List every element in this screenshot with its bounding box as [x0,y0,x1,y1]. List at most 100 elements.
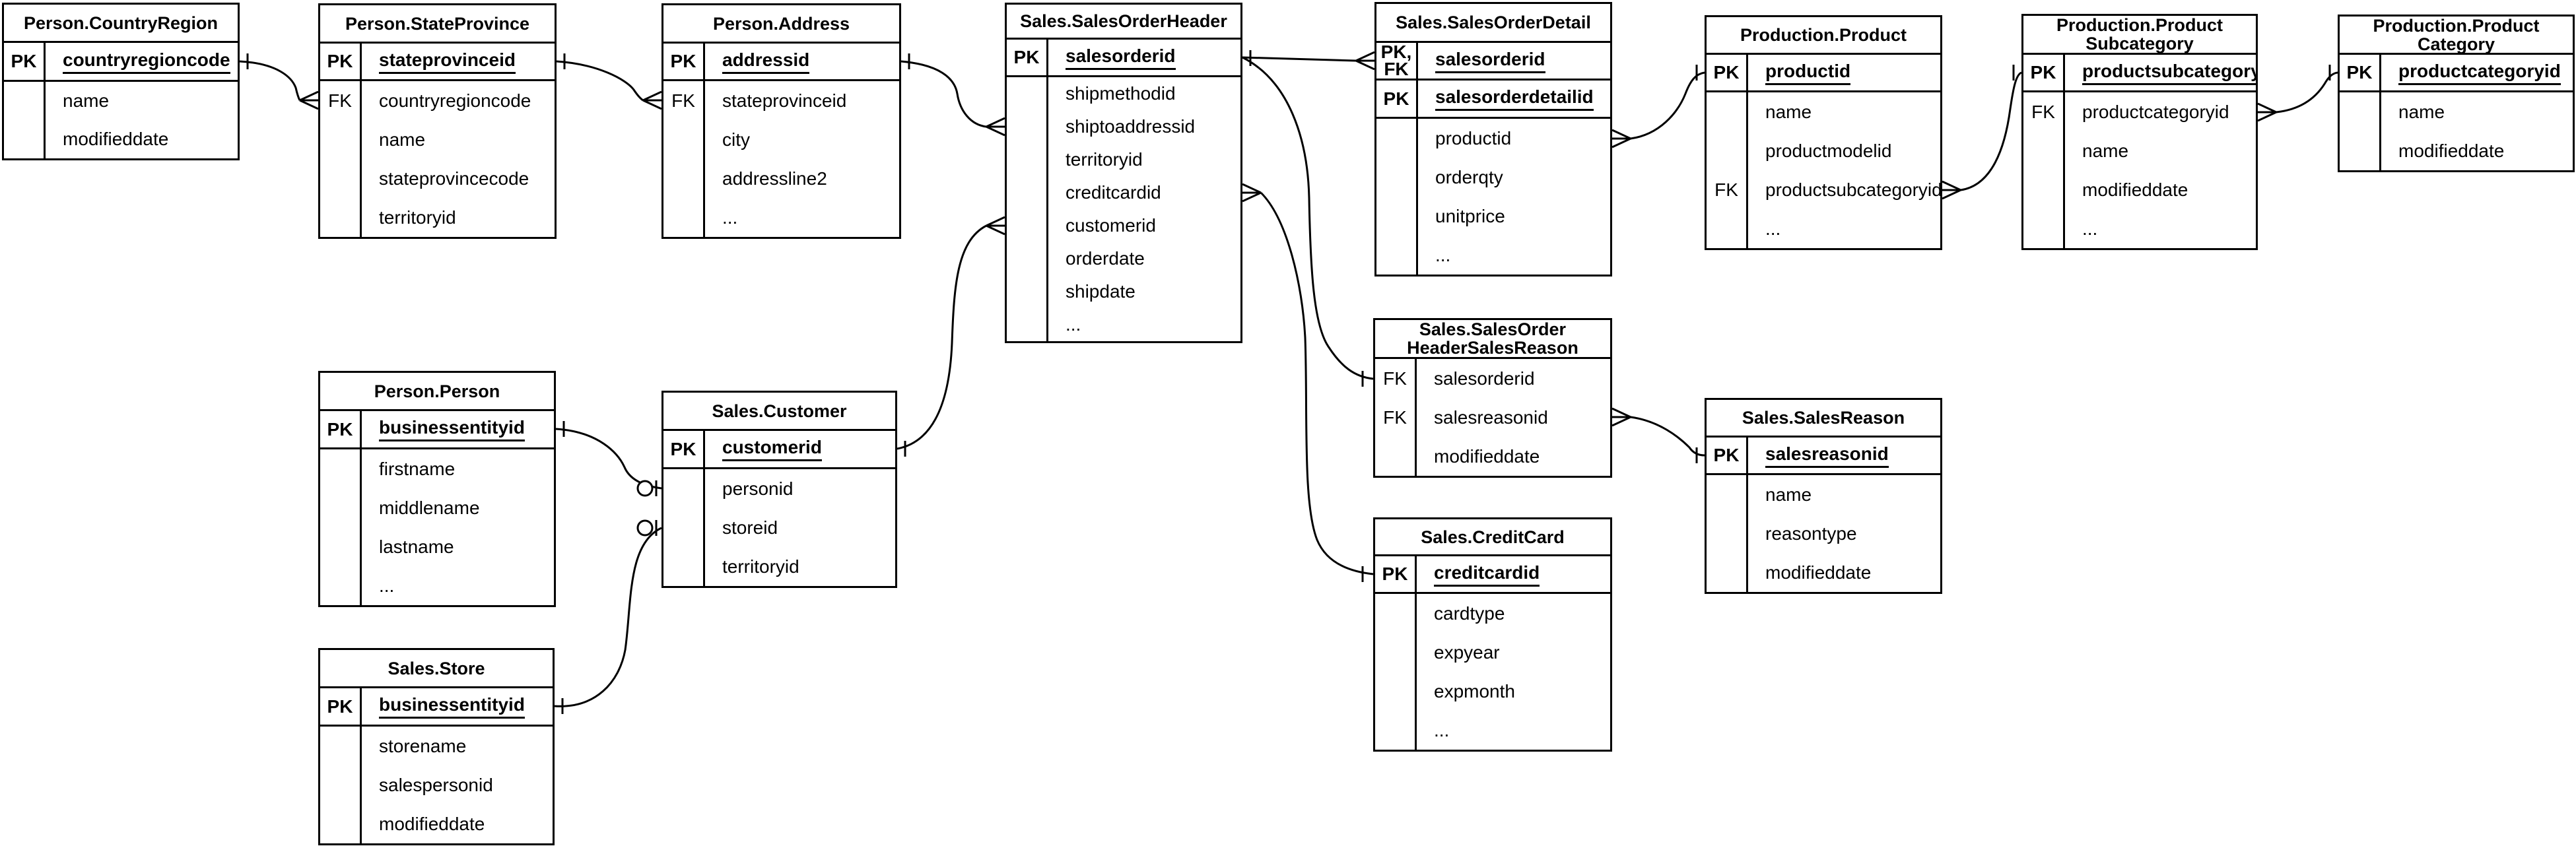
field-cell: name [46,82,238,120]
table-row: name [2340,92,2573,131]
key-label [320,120,362,159]
key-label [2023,131,2065,170]
cardinality-many-crowfoot [1242,183,1262,203]
primary-key-field-name: businessentityid [379,694,525,719]
table-row: expmonth [1375,672,1610,711]
key-label [663,469,705,508]
field-cell: productid [1748,55,1940,90]
field-name: lastname [379,536,454,557]
table-row: productid [1376,119,1610,158]
field-name: personid [722,478,794,499]
field-cell: name [2381,92,2573,131]
table-title: Person.Person [320,373,554,411]
key-label [1707,131,1748,170]
field-name: modifieddate [1765,562,1872,583]
table-row: orderdate [1007,242,1240,275]
field-name: shipdate [1066,281,1135,302]
cardinality-many-crowfoot [1611,129,1631,148]
cardinality-many-crowfoot [642,90,662,110]
cardinality-zero-circle [636,519,654,537]
table-title: Person.CountryRegion [4,5,238,43]
table-row: middlename [320,488,554,527]
key-label [663,508,705,547]
field-name: storename [379,735,467,756]
primary-key-field-name: salesorderdetailid [1435,86,1594,111]
key-label [1376,236,1418,275]
table-row: stateprovincecode [320,159,555,198]
key-label [663,198,705,237]
key-label [1007,242,1048,275]
field-cell: ... [1048,308,1240,341]
relationship-stateprovince-address [556,53,662,110]
table-title: Person.Address [663,5,899,44]
field-cell: customerid [1048,209,1240,242]
table-row: addressline2 [663,159,899,198]
key-label [1375,672,1417,711]
table-row: shipdate [1007,275,1240,308]
field-cell: salesorderid [1418,43,1610,79]
table-row: modifieddate [2023,170,2256,209]
table-row: ... [1376,236,1610,275]
field-name: modifieddate [1434,445,1540,467]
table-title: Production.Product Subcategory [2023,16,2256,55]
field-name: name [2398,101,2445,122]
table-row: ... [663,198,899,237]
table-row: modifieddate [2340,131,2573,170]
key-label [1007,110,1048,143]
field-cell: expmonth [1417,672,1610,711]
field-cell: territoryid [705,547,895,586]
key-label [1707,514,1748,553]
key-label [320,527,362,566]
field-name: ... [379,575,395,596]
field-name: orderqty [1435,166,1503,187]
field-name: orderdate [1066,248,1145,269]
field-name: expmonth [1434,680,1515,701]
key-label [1707,475,1748,514]
field-cell: productcategoryid [2065,92,2256,131]
table-row: name [1707,92,1940,131]
cardinality-many-crowfoot [986,216,1005,236]
key-label: PK [663,44,705,79]
cardinality-many-crowfoot [986,117,1005,137]
field-cell: stateprovincecode [362,159,555,198]
key-label [1375,633,1417,672]
primary-key-field-name: productcategoryid [2398,61,2561,85]
field-name: cardtype [1434,602,1505,624]
table-row: PKproductsubcategoryid [2023,55,2256,90]
field-name: name [1765,101,1812,122]
key-label [4,120,46,158]
field-cell: productsubcategoryid [2065,55,2256,90]
relationship-salesorderheader-salesorderdetail [1242,50,1375,71]
table-title: Sales.SalesOrderHeader [1007,5,1240,40]
relationship-salesorderdetail-product [1611,65,1705,148]
key-label: FK [1375,359,1417,398]
field-name: modifieddate [2082,179,2188,200]
table-title: Sales.Customer [663,393,895,431]
field-name: salesorderid [1434,368,1535,389]
field-name: productid [1435,127,1512,148]
key-label [1375,711,1417,750]
key-label: PK [2023,55,2065,90]
table-row: cardtype [1375,594,1610,633]
key-label: FK [320,81,362,120]
field-name: ... [1434,719,1450,740]
relationship-productsubcategory-productcategory [2257,65,2338,122]
key-label: PK [1707,55,1748,90]
table-row: ... [1375,711,1610,750]
